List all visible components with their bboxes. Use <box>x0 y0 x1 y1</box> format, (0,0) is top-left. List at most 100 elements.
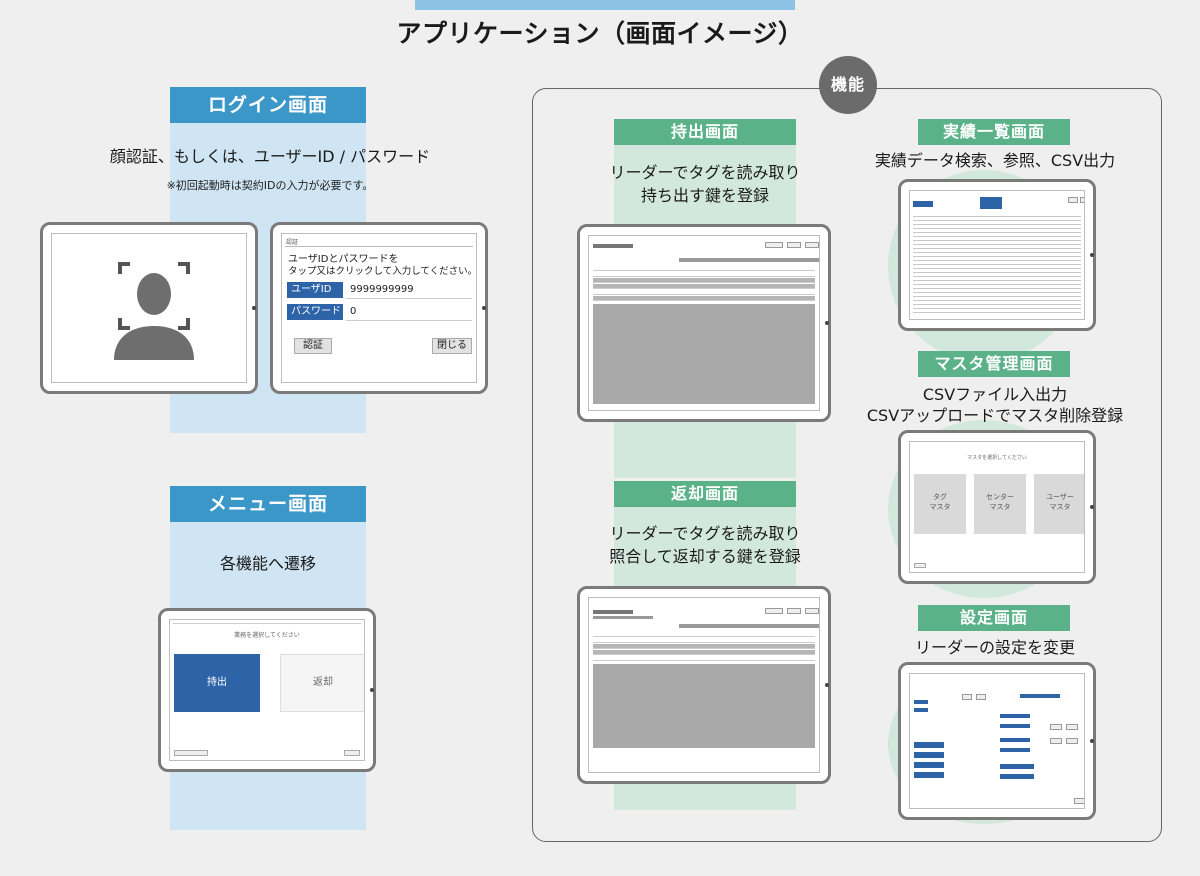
tablet-camera <box>1090 505 1094 509</box>
checkout-empty-area <box>593 304 815 404</box>
table-row <box>593 296 815 301</box>
menu-back-button[interactable] <box>174 750 208 756</box>
login-instruction-2: タップ又はクリックして入力してください。 <box>288 266 477 277</box>
settings-field[interactable] <box>914 772 944 778</box>
password-field[interactable]: 0 <box>346 304 472 321</box>
settings-field[interactable] <box>914 742 944 748</box>
tablet-camera <box>1090 739 1094 743</box>
menu-description: 各機能へ遷移 <box>219 554 316 573</box>
checkout-screen-title <box>593 244 633 248</box>
tablet-camera <box>825 321 829 325</box>
master-screen: マスタを選択してください タグ マスタ センター マスタ ユーザー マスタ <box>909 441 1085 573</box>
center-master-tile[interactable]: センター マスタ <box>974 474 1026 534</box>
settings-field[interactable] <box>1000 774 1034 779</box>
login-screen-label: ログイン画面 <box>170 87 366 123</box>
user-master-tile[interactable]: ユーザー マスタ <box>1034 474 1084 534</box>
settings-field[interactable] <box>1000 748 1030 752</box>
settings-screen-label: 設定画面 <box>918 605 1070 631</box>
user-master-line1: ユーザー <box>1046 493 1074 501</box>
center-master-line1: センター <box>986 493 1014 501</box>
table-row <box>593 638 815 643</box>
checkout-mini-btn[interactable] <box>805 242 819 248</box>
table-row <box>593 650 815 655</box>
tablet-camera <box>1090 253 1094 257</box>
results-mini-btn[interactable] <box>1068 197 1078 203</box>
results-search-chip[interactable] <box>913 201 933 207</box>
tablet-camera <box>252 306 256 310</box>
settings-mini-btn[interactable] <box>1050 724 1062 730</box>
settings-description: リーダーの設定を変更 <box>914 638 1075 657</box>
password-label: パスワード <box>287 304 343 320</box>
table-row <box>593 632 815 637</box>
page-title: アプリケーション（画面イメージ） <box>396 19 804 48</box>
master-desc-2: CSVアップロードでマスタ削除登録 <box>866 406 1124 425</box>
settings-field[interactable] <box>1000 738 1030 742</box>
master-desc-1: CSVファイル入出力 <box>922 385 1068 404</box>
return-screen <box>588 597 820 773</box>
settings-mini-btn[interactable] <box>1066 738 1078 744</box>
settings-mini-btn[interactable] <box>976 694 986 700</box>
settings-field[interactable] <box>1020 694 1060 698</box>
settings-save-button[interactable] <box>1074 798 1084 804</box>
settings-field[interactable] <box>1000 714 1030 718</box>
tag-master-tile[interactable]: タグ マスタ <box>914 474 966 534</box>
return-tile[interactable]: 返却 <box>280 654 364 712</box>
return-filter-bar <box>679 624 819 628</box>
return-screen-title <box>593 610 633 614</box>
tablet-camera <box>370 688 374 692</box>
master-prompt: マスタを選択してください <box>967 455 1027 461</box>
results-mini-btn[interactable] <box>1080 197 1084 203</box>
return-mini-btn[interactable] <box>765 608 783 614</box>
checkout-screen-label: 持出画面 <box>614 119 796 145</box>
checkout-screen <box>588 235 820 411</box>
table-row <box>593 278 815 283</box>
login-instruction-1: ユーザIDとパスワードを <box>288 254 399 265</box>
login-form-header: 認証 <box>286 239 299 246</box>
checkout-desc-2: 持ち出す鍵を登録 <box>640 186 769 205</box>
master-back-button[interactable] <box>914 563 926 568</box>
tag-master-line2: マスタ <box>929 503 951 511</box>
return-desc-1: リーダーでタグを読み取り <box>609 524 801 543</box>
settings-field[interactable] <box>1000 764 1034 769</box>
login-note: ※初回起動時は契約IDの入力が必要です。 <box>166 179 374 192</box>
settings-tab[interactable] <box>914 700 928 704</box>
master-tablet: マスタを選択してください タグ マスタ センター マスタ ユーザー マスタ <box>898 430 1096 584</box>
results-table <box>913 213 1081 313</box>
center-master-line2: マスタ <box>989 503 1011 511</box>
settings-field[interactable] <box>914 752 944 758</box>
face-scan-icon <box>114 262 194 360</box>
return-desc-2: 照合して返却する鍵を登録 <box>609 547 801 566</box>
menu-top-divider <box>173 623 361 624</box>
checkout-mini-btn[interactable] <box>765 242 783 248</box>
settings-mini-btn[interactable] <box>1066 724 1078 730</box>
auth-button[interactable]: 認証 <box>294 338 332 354</box>
return-mini-btn[interactable] <box>805 608 819 614</box>
features-badge: 機能 <box>819 56 877 114</box>
menu-close-button[interactable] <box>344 750 360 756</box>
login-form-screen: 認証 ユーザIDとパスワードを タップ又はクリックして入力してください。 ユーザ… <box>281 233 477 383</box>
close-button[interactable]: 閉じる <box>432 338 472 354</box>
settings-mini-btn[interactable] <box>1050 738 1062 744</box>
menu-screen-label: メニュー画面 <box>170 486 366 522</box>
settings-screen <box>909 673 1085 809</box>
settings-field[interactable] <box>914 762 944 768</box>
table-row <box>593 290 815 295</box>
checkout-tile[interactable]: 持出 <box>174 654 260 712</box>
return-tablet <box>577 586 831 784</box>
results-search-button[interactable] <box>980 197 1002 209</box>
tablet-camera <box>825 683 829 687</box>
settings-field[interactable] <box>1000 724 1030 728</box>
return-mini-btn[interactable] <box>787 608 801 614</box>
results-description: 実績データ検索、参照、CSV出力 <box>874 151 1116 170</box>
tablet-camera <box>482 306 486 310</box>
title-accent-bar <box>415 0 795 10</box>
user-id-field[interactable]: 9999999999 <box>346 282 472 299</box>
checkout-mini-btn[interactable] <box>787 242 801 248</box>
menu-tablet: 業務を選択してください 持出 返却 <box>158 608 376 772</box>
settings-mini-btn[interactable] <box>962 694 972 700</box>
return-empty-area <box>593 664 815 748</box>
checkout-desc-1: リーダーでタグを読み取り <box>609 163 801 182</box>
results-screen <box>909 190 1085 320</box>
settings-tab[interactable] <box>914 708 928 712</box>
user-master-line2: マスタ <box>1049 503 1071 511</box>
